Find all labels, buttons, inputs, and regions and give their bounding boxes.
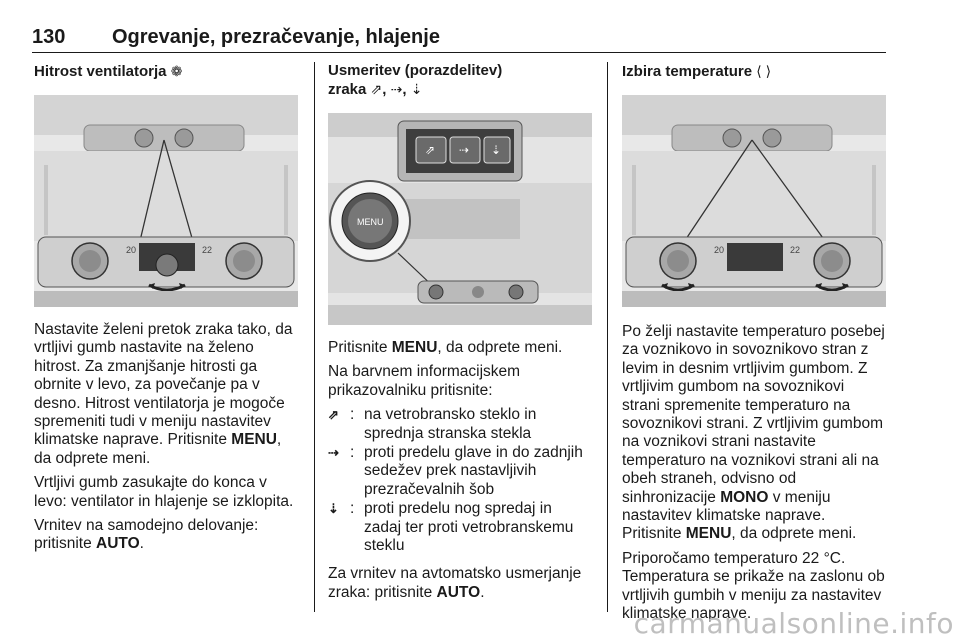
paragraph-fan-1: Nastavite želeni pretok zraka tako, da v… — [34, 321, 293, 467]
section-heading-air-distribution: Usmeritev (porazdelitev) zraka ⇗, ⇢, ⇣ — [328, 62, 503, 98]
column-fan-speed: Hitrost ventilatorja ❁ 20 22 Nastavit — [34, 62, 300, 614]
list-item: ⇣ : proti predelu nog spredaj in zadaj t… — [328, 500, 574, 555]
windscreen-icon: ⇗ — [370, 81, 383, 97]
watermark: carmanualsonline.info — [633, 607, 954, 640]
page-header: 130 Ogrevanje, prezračevanje, hlajenje — [32, 26, 886, 53]
body-icon: ⇢ — [328, 445, 339, 461]
section-heading-fan-speed: Hitrost ventilatorja ❁ — [34, 62, 300, 81]
heading-text: Hitrost ventilatorja — [34, 63, 167, 80]
paragraph-air-2: Na barvnem informacijskem prikazovalniku… — [328, 363, 521, 399]
column-divider — [607, 62, 608, 612]
fan-icon: ❁ — [170, 63, 183, 79]
left-temp-label: 20 — [126, 245, 136, 255]
temperature-knobs-illustration: 20 22 — [622, 95, 886, 307]
figure-fan-speed: 20 22 — [34, 95, 298, 307]
right-temp-label: 22 — [202, 245, 212, 255]
body-icon: ⇢ — [390, 81, 403, 97]
column-air-distribution: Usmeritev (porazdelitev) zraka ⇗, ⇢, ⇣ ⇗… — [328, 62, 593, 614]
paragraph-air-3: Za vrnitev na avtomatsko usmerjanje zrak… — [328, 565, 582, 601]
figure-air-distribution: ⇗ ⇢ ⇣ MENU — [328, 113, 592, 325]
temperature-knob-icon: ⟨ ⟩ — [756, 63, 772, 79]
right-temp-label: 22 — [790, 245, 800, 255]
svg-text:⇗: ⇗ — [425, 143, 435, 157]
svg-text:⇣: ⇣ — [491, 143, 501, 157]
paragraph-fan-3: Vrnitev na samodejno delovanje: pritisni… — [34, 517, 259, 553]
figure-temperature: 20 22 — [622, 95, 886, 307]
air-distribution-list: ⇗ : na vetrobransko steklo in sprednja s… — [328, 406, 593, 555]
list-item: ⇗ : na vetrobransko steklo in sprednja s… — [328, 406, 537, 442]
fan-knob-illustration: 20 22 — [34, 95, 298, 307]
menu-knob-label: MENU — [357, 217, 384, 227]
paragraph-temp-2: Priporočamo temperaturo 22 °C. Temperatu… — [622, 549, 885, 623]
page-title: Ogrevanje, prezračevanje, hlajenje — [112, 26, 440, 48]
list-item: ⇢ : proti predelu glave in do zadnjih se… — [328, 444, 583, 498]
feet-icon: ⇣ — [410, 81, 423, 97]
page-number: 130 — [32, 26, 66, 48]
section-heading-temperature: Izbira temperature ⟨ ⟩ — [622, 63, 772, 80]
column-temperature: Izbira temperature ⟨ ⟩ 20 22 Po želji — [622, 62, 886, 622]
paragraph-fan-2: Vrtljivi gumb zasukajte do konca v levo:… — [34, 474, 294, 510]
paragraph-temp-1: Po želji nastavite temperaturo posebej z… — [622, 323, 885, 543]
left-temp-label: 20 — [714, 245, 724, 255]
air-distribution-illustration: ⇗ ⇢ ⇣ MENU — [328, 113, 592, 325]
paragraph-air-1: Pritisnite MENU, da odprete meni. — [328, 339, 563, 356]
column-divider — [314, 62, 315, 612]
svg-text:⇢: ⇢ — [459, 143, 469, 157]
feet-icon: ⇣ — [328, 501, 339, 517]
windscreen-icon: ⇗ — [328, 407, 339, 423]
